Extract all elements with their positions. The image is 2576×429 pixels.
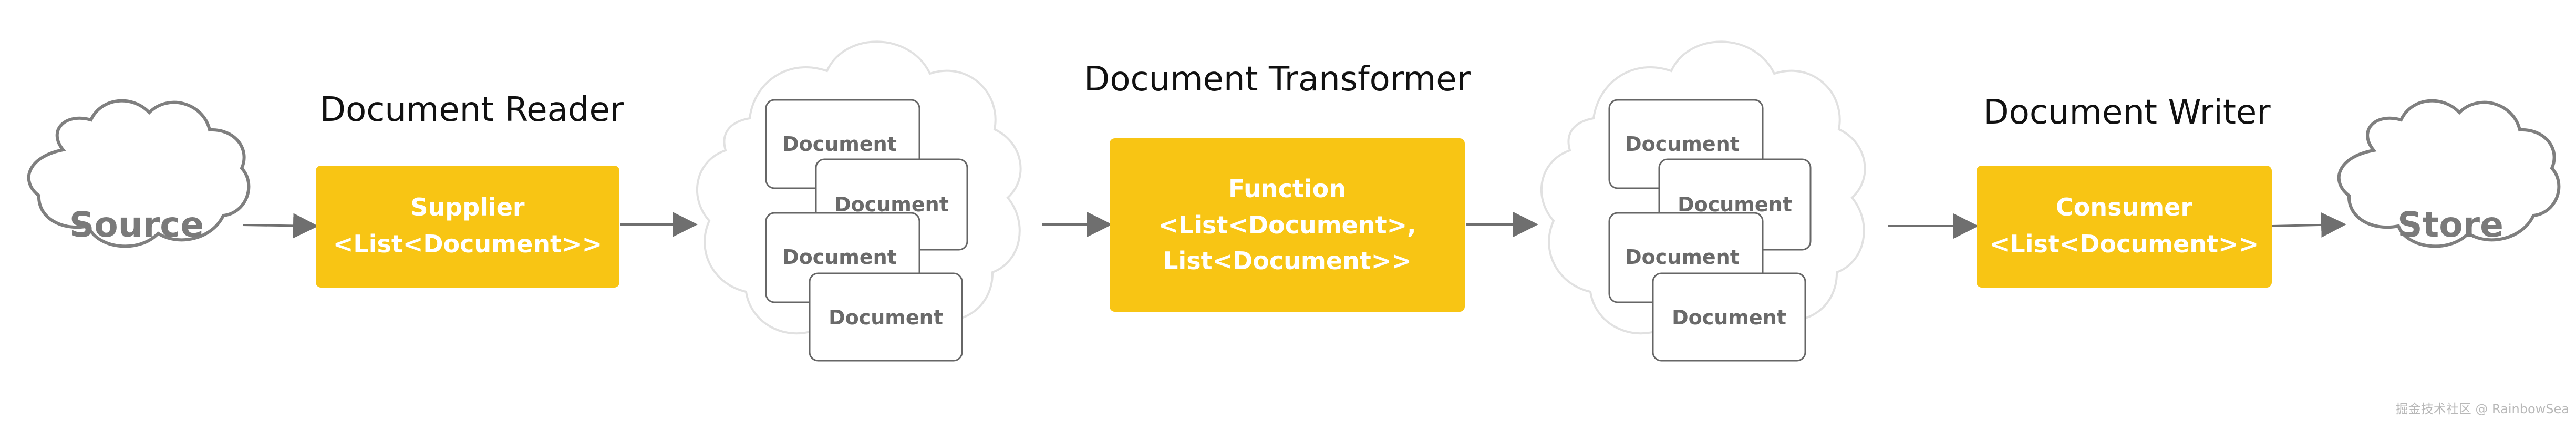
- output-document-stack: Document Document Document Document: [1608, 99, 1812, 362]
- transformer-line3: List<Document>>: [1163, 247, 1412, 275]
- reader-line1: Supplier: [410, 193, 524, 221]
- watermark-text: 掘金技术社区 @ RainbowSea: [2396, 402, 2569, 416]
- transformer-line2: <List<Document>,: [1158, 211, 1416, 239]
- source-cloud-shape: [27, 99, 251, 248]
- store-cloud-shape: [2337, 99, 2561, 248]
- transformer-line1: Function: [1228, 175, 1346, 203]
- document-writer-box: [1977, 166, 2272, 288]
- document-reader-heading: Document Reader: [320, 90, 624, 129]
- output-document-card-4: [1652, 272, 1806, 362]
- document-reader-box: [316, 166, 619, 288]
- input-document-label-1: Document: [782, 132, 897, 156]
- output-document-label-3: Document: [1625, 246, 1740, 269]
- document-transformer-heading: Document Transformer: [1084, 60, 1471, 99]
- input-document-card-4: [809, 272, 963, 362]
- writer-line2: <List<Document>>: [1990, 230, 2259, 258]
- arrow-writer-to-store: [2272, 212, 2346, 238]
- input-document-label-3: Document: [782, 246, 897, 269]
- source-label: Source: [69, 205, 204, 245]
- input-document-label-4: Document: [829, 306, 943, 329]
- store-label: Store: [2397, 205, 2503, 245]
- output-document-label-1: Document: [1625, 132, 1740, 156]
- document-transformer-box: [1110, 138, 1465, 312]
- writer-line1: Consumer: [2056, 193, 2192, 221]
- reader-line2: <List<Document>>: [333, 230, 602, 258]
- document-writer-heading: Document Writer: [1983, 93, 2271, 132]
- output-document-label-4: Document: [1672, 306, 1786, 329]
- input-document-stack: Document Document Document Document: [765, 99, 968, 362]
- arrow-source-to-reader: [242, 213, 318, 239]
